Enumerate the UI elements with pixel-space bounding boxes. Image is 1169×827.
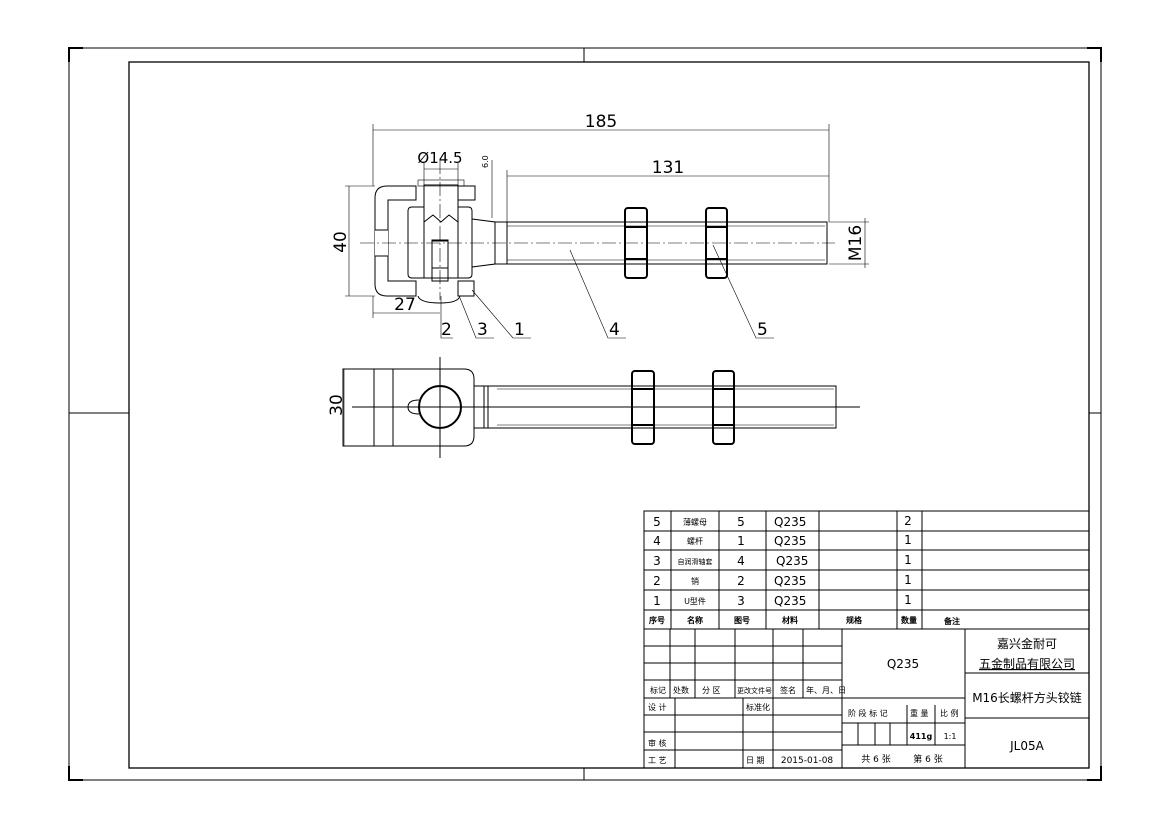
part-no: 2 — [653, 574, 661, 588]
part-drawing-no: 1 — [737, 534, 745, 548]
dim-gap: 6.0 — [481, 155, 490, 168]
parts-list: 5 薄螺母 5 Q235 2 4 螺杆 1 Q235 1 3 自润滑轴套 4 Q… — [643, 510, 1090, 630]
header-remark: 备注 — [943, 616, 960, 626]
part-drawing-no: 2 — [737, 574, 745, 588]
header-qty: 数量 — [901, 615, 917, 625]
header-spec: 规格 — [846, 615, 863, 625]
header-material: 材料 — [782, 615, 798, 625]
dim-offset: 27 — [394, 295, 416, 315]
weight-value: 411g — [910, 732, 933, 741]
part-material: Q235 — [774, 574, 806, 588]
front-section-view — [360, 160, 835, 304]
material: Q235 — [887, 657, 919, 671]
callout-1: 1 — [514, 320, 525, 340]
label-stage: 阶 段 标 记 — [848, 708, 888, 718]
dim-thread-length: 131 — [652, 158, 684, 178]
dimensions-front: 185 131 Ø14.5 6.0 40 27 M16 — [331, 112, 869, 318]
callout-2: 2 — [441, 320, 452, 340]
callout-4: 4 — [609, 320, 620, 340]
company-name-line2: 五金制品有限公司 — [979, 656, 1075, 671]
part-material: Q235 — [776, 554, 808, 568]
header-name: 名称 — [687, 615, 703, 625]
part-qty: 2 — [904, 514, 912, 528]
label-weight: 重 量 — [910, 708, 929, 718]
label-design: 设 计 — [648, 702, 667, 712]
part-qty: 1 — [904, 533, 912, 547]
sheet-number: 第 6 张 — [913, 753, 942, 765]
part-name: 螺杆 — [687, 536, 703, 546]
part-drawing-no: 5 — [737, 515, 745, 529]
callout-5: 5 — [757, 320, 768, 340]
label-standardization: 标准化 — [746, 702, 770, 712]
part-qty: 1 — [904, 573, 912, 587]
rev-header-date: 年、月、日 — [806, 685, 846, 695]
part-callouts: 2 3 1 4 5 — [440, 244, 774, 340]
rev-header-zone: 分 区 — [702, 686, 721, 695]
sheet-frame — [68, 47, 1102, 781]
part-material: Q235 — [774, 515, 806, 529]
part-material: Q235 — [774, 534, 806, 548]
part-qty: 1 — [904, 593, 912, 607]
part-qty: 1 — [904, 553, 912, 567]
dim-thread: M16 — [846, 225, 866, 261]
label-date: 日 期 — [746, 756, 765, 765]
part-drawing-no: 3 — [737, 594, 745, 608]
rev-header-mark: 标记 — [650, 685, 666, 695]
label-process: 工 艺 — [648, 756, 667, 765]
rev-header-sign: 签名 — [780, 685, 796, 695]
scale-value: 1:1 — [944, 732, 957, 741]
dim-bore: Ø14.5 — [417, 149, 462, 167]
part-no: 4 — [653, 534, 661, 548]
company-name-line1: 嘉兴金耐可 — [997, 636, 1057, 651]
part-no: 3 — [653, 554, 661, 568]
dim-head-height: 40 — [331, 231, 351, 253]
dim-width: 30 — [327, 394, 347, 416]
part-name: 自润滑轴套 — [678, 557, 713, 566]
part-no: 5 — [653, 515, 661, 529]
part-name: 薄螺母 — [683, 517, 707, 527]
rev-header-doc: 更改文件号 — [737, 686, 772, 695]
part-material: Q235 — [774, 594, 806, 608]
callout-3: 3 — [477, 320, 488, 340]
label-scale: 比 例 — [940, 708, 959, 718]
drawing-date: 2015-01-08 — [781, 756, 834, 766]
top-view: 30 — [327, 357, 860, 458]
header-no: 序号 — [649, 615, 665, 625]
dim-overall-length: 185 — [585, 112, 617, 132]
part-no: 1 — [653, 594, 661, 608]
part-name: 销 — [691, 576, 699, 586]
label-review: 审 核 — [648, 738, 667, 748]
title-block: 标记 处数 分 区 更改文件号 签名 年、月、日 设 计 标准化 审 核 工 艺… — [643, 628, 1090, 769]
part-drawing-no: 4 — [737, 554, 745, 568]
part-name: U型件 — [684, 596, 706, 606]
rev-header-count: 处数 — [673, 685, 689, 695]
drawing-title: M16长螺杆方头铰链 — [972, 690, 1082, 705]
sheets-total: 共 6 张 — [861, 754, 890, 765]
nut-2 — [705, 207, 728, 279]
header-drawing-no: 图号 — [734, 616, 750, 625]
drawing-number: JL05A — [1009, 739, 1044, 753]
